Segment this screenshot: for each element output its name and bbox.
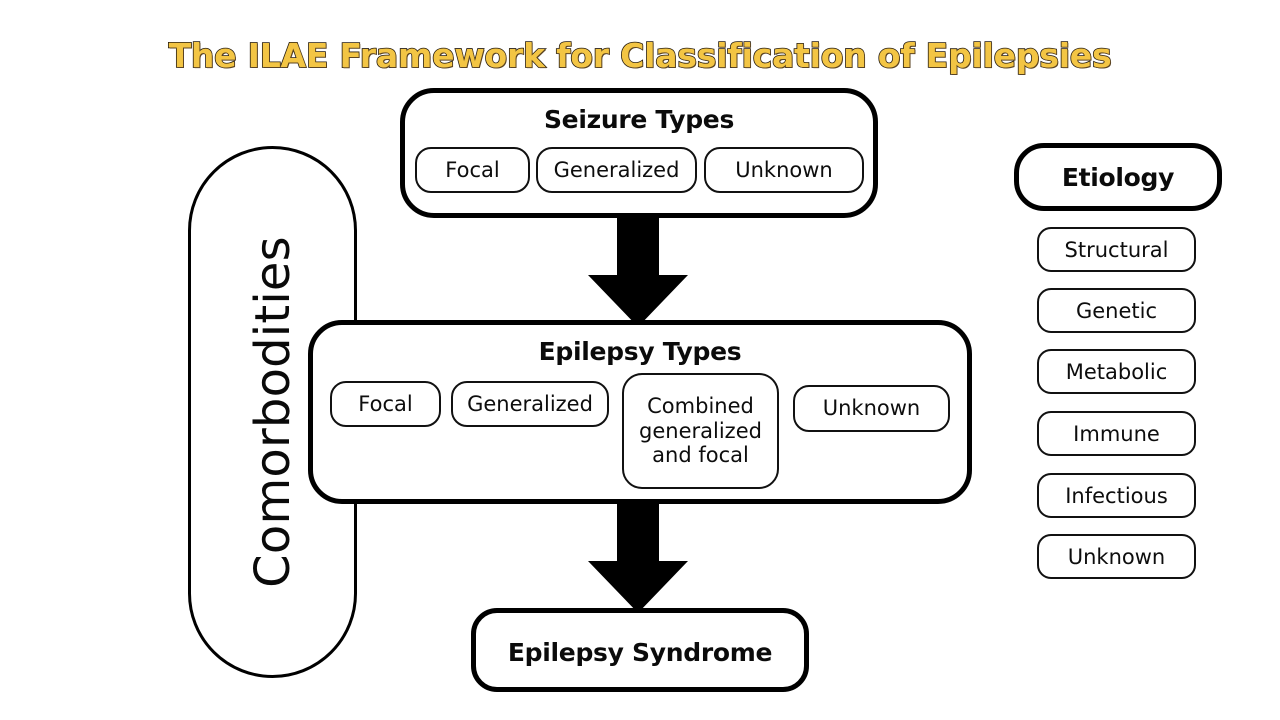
epilepsy-chip-unknown[interactable]: Unknown bbox=[793, 385, 950, 432]
seizure-chip-focal[interactable]: Focal bbox=[415, 147, 530, 193]
etiology-item-structural[interactable]: Structural bbox=[1037, 227, 1196, 272]
epilepsy-chip-combined-generalized-and-focal[interactable]: Combined generalized and focal bbox=[622, 373, 779, 489]
seizure-types-heading: Seizure Types bbox=[543, 105, 735, 134]
etiology-item-metabolic[interactable]: Metabolic bbox=[1037, 349, 1196, 394]
epilepsy-syndrome-heading: Epilepsy Syndrome bbox=[507, 638, 773, 667]
epilepsy-chip-focal[interactable]: Focal bbox=[330, 381, 441, 427]
epilepsy-types-box: Epilepsy Types Focal Generalized Combine… bbox=[308, 320, 972, 504]
seizure-chip-unknown[interactable]: Unknown bbox=[704, 147, 864, 193]
etiology-item-immune[interactable]: Immune bbox=[1037, 411, 1196, 456]
etiology-heading: Etiology bbox=[1061, 163, 1175, 192]
etiology-box: Etiology bbox=[1014, 143, 1222, 211]
etiology-item-unknown[interactable]: Unknown bbox=[1037, 534, 1196, 579]
etiology-item-genetic[interactable]: Genetic bbox=[1037, 288, 1196, 333]
etiology-item-infectious[interactable]: Infectious bbox=[1037, 473, 1196, 518]
seizure-types-box: Seizure Types Focal Generalized Unknown bbox=[400, 88, 878, 218]
epilepsy-types-heading: Epilepsy Types bbox=[538, 337, 742, 366]
seizure-to-epilepsy-arrow bbox=[588, 213, 688, 327]
epilepsy-chip-generalized[interactable]: Generalized bbox=[451, 381, 609, 427]
epilepsy-syndrome-box: Epilepsy Syndrome bbox=[471, 608, 809, 692]
page-title: The ILAE Framework for Classification of… bbox=[168, 35, 1113, 76]
comorbidities-label: Comorbodities bbox=[244, 236, 301, 588]
seizure-chip-generalized[interactable]: Generalized bbox=[536, 147, 697, 193]
epilepsy-to-syndrome-arrow bbox=[588, 499, 688, 613]
